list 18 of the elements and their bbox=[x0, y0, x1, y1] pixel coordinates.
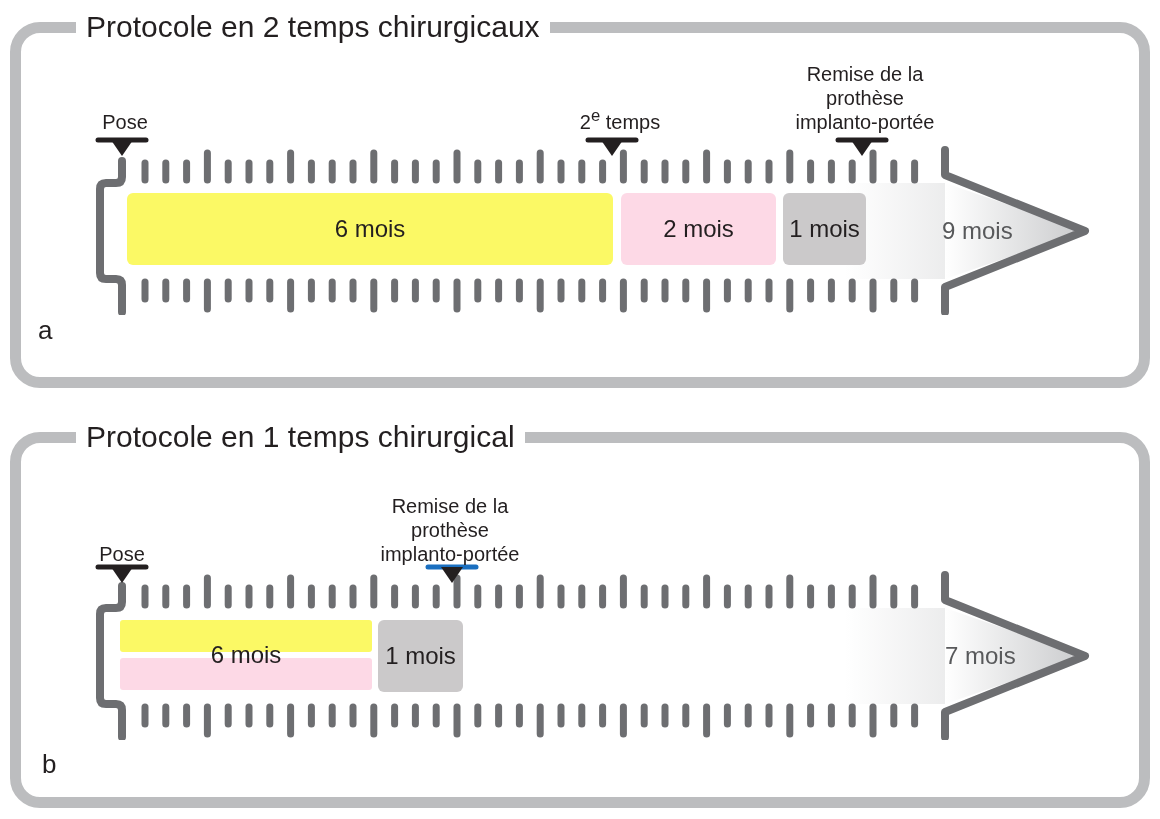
period-bar bbox=[783, 193, 866, 265]
duration-label: 1 mois bbox=[385, 642, 456, 670]
duration-label: 1 mois bbox=[789, 215, 860, 243]
period-bar bbox=[378, 620, 463, 692]
milestone-label: Remise de la prothèse implanto-portée bbox=[379, 494, 521, 566]
period-bar bbox=[120, 620, 372, 690]
duration-label: 6 mois bbox=[334, 215, 406, 243]
panel-letter: b bbox=[42, 752, 57, 776]
period-bar bbox=[127, 193, 613, 265]
duration-label: 7 mois bbox=[945, 642, 1016, 670]
milestone-label: Pose bbox=[98, 542, 146, 566]
panel-letter: a bbox=[38, 318, 53, 342]
period-bar bbox=[621, 193, 776, 265]
milestone-label: Pose bbox=[101, 110, 149, 134]
milestone-label: Remise de la prothèse implanto-portée bbox=[794, 62, 936, 134]
duration-label: 9 mois bbox=[942, 217, 1013, 245]
duration-label: 2 mois bbox=[663, 215, 734, 243]
milestone-label: 2$^{e}$ temps bbox=[578, 105, 662, 134]
